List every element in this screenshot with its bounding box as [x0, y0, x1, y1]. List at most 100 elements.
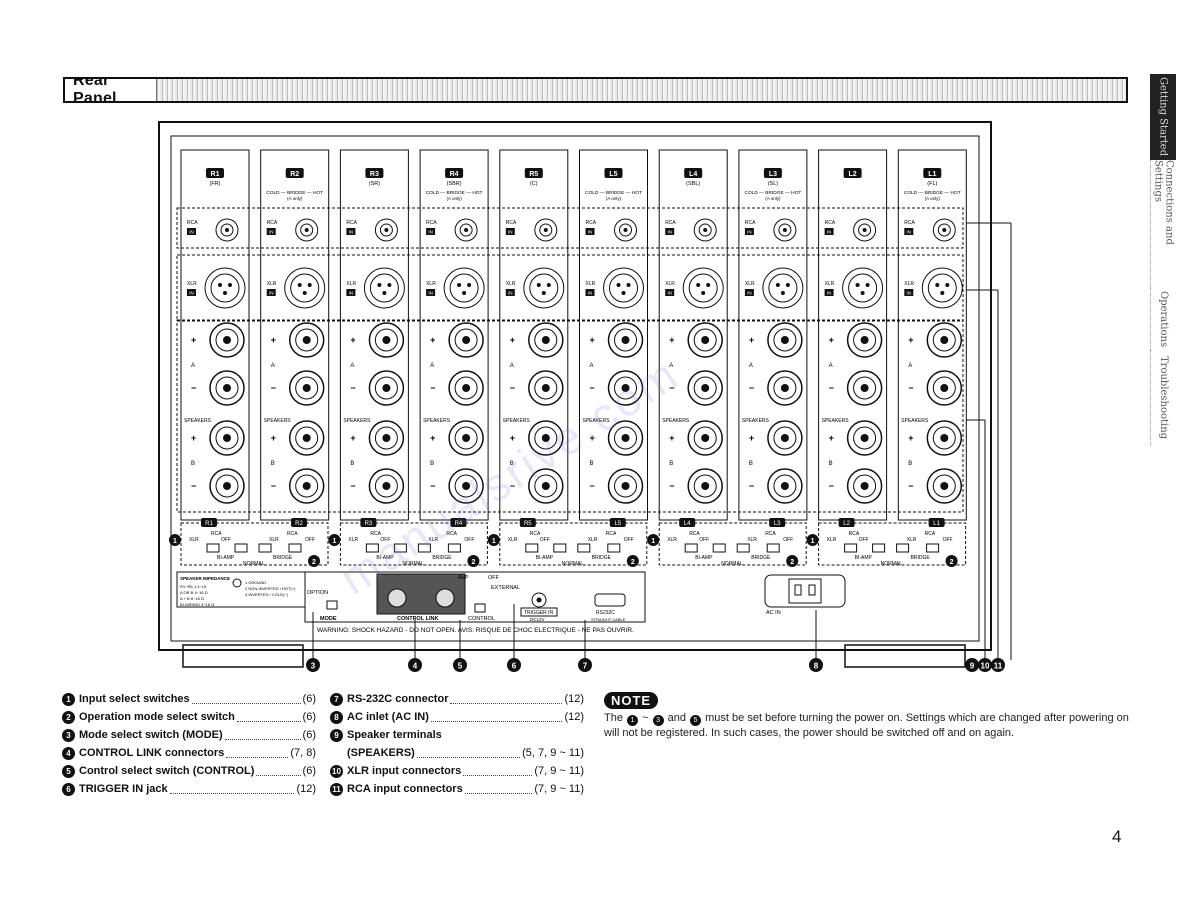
selector-switch[interactable]: [234, 543, 248, 553]
speaker-terminal[interactable]: [767, 420, 803, 456]
speaker-terminal[interactable]: [368, 468, 405, 504]
rca-input-jack[interactable]: [853, 218, 877, 242]
mode-switch[interactable]: [326, 600, 338, 610]
selector-switch[interactable]: [712, 543, 726, 553]
rca-input-jack[interactable]: [932, 218, 956, 242]
selector-switch[interactable]: [525, 543, 539, 553]
rca-input-jack[interactable]: [295, 218, 319, 242]
tab-connections-settings[interactable]: Connections and Settings: [1150, 160, 1176, 288]
speaker-terminal[interactable]: [368, 370, 405, 406]
rca-input-jack[interactable]: [215, 218, 239, 242]
speaker-terminal[interactable]: [687, 370, 723, 406]
speaker-terminal[interactable]: [288, 420, 325, 456]
speaker-terminal[interactable]: [209, 370, 245, 406]
tab-troubleshooting[interactable]: Troubleshooting: [1150, 350, 1176, 446]
selector-switch[interactable]: [766, 543, 780, 553]
selector-switch[interactable]: [896, 543, 910, 553]
speaker-terminal[interactable]: [687, 322, 723, 358]
speaker-terminal[interactable]: [926, 322, 963, 358]
svg-text:−: −: [749, 481, 754, 491]
speaker-terminal[interactable]: [528, 322, 564, 358]
speaker-terminal[interactable]: [448, 322, 484, 358]
selector-switch[interactable]: [258, 543, 272, 553]
speaker-terminal[interactable]: [607, 322, 644, 358]
selector-switch[interactable]: [393, 543, 407, 553]
selector-switch[interactable]: [417, 543, 431, 553]
ac-inlet[interactable]: [788, 578, 822, 604]
rca-input-jack[interactable]: [534, 218, 558, 242]
selector-switch[interactable]: [872, 543, 886, 553]
control-link-in-port[interactable]: [387, 588, 407, 608]
speaker-terminal[interactable]: [288, 468, 325, 504]
channel-badge: [445, 168, 464, 178]
speaker-terminal[interactable]: [926, 420, 963, 456]
xlr-input-connector[interactable]: [204, 267, 246, 309]
speaker-terminal[interactable]: [209, 322, 245, 358]
xlr-input-connector[interactable]: [443, 267, 485, 309]
rs232c-port[interactable]: [594, 593, 626, 607]
selector-switch[interactable]: [447, 543, 461, 553]
control-link-out-port[interactable]: [435, 588, 455, 608]
speaker-terminal[interactable]: [607, 370, 644, 406]
rca-input-jack[interactable]: [614, 218, 637, 242]
xlr-input-connector[interactable]: [603, 267, 644, 309]
speaker-terminal[interactable]: [528, 370, 564, 406]
speaker-terminal[interactable]: [607, 420, 644, 456]
bridge-label: COLD — BRIDGE — HOT: [745, 190, 802, 196]
xlr-input-connector[interactable]: [921, 267, 963, 309]
selector-switch[interactable]: [736, 543, 750, 553]
selector-switch[interactable]: [553, 543, 567, 553]
selector-switch[interactable]: [607, 543, 621, 553]
control-label: CONTROL: [468, 616, 495, 622]
selector-switch[interactable]: [365, 543, 379, 553]
xlr-input-connector[interactable]: [762, 267, 804, 309]
selector-switch[interactable]: [206, 543, 220, 553]
speaker-terminal[interactable]: [528, 468, 564, 504]
xlr-input-connector[interactable]: [284, 267, 326, 309]
speaker-terminal[interactable]: [926, 468, 963, 504]
xlr-input-connector[interactable]: [682, 267, 724, 309]
in-label: IN: [189, 230, 194, 235]
selector-switch[interactable]: [926, 543, 940, 553]
speaker-terminal[interactable]: [209, 468, 245, 504]
speaker-terminal[interactable]: [846, 322, 883, 358]
rca-input-jack[interactable]: [454, 218, 478, 242]
speaker-terminal[interactable]: [687, 420, 723, 456]
speaker-terminal[interactable]: [926, 370, 963, 406]
trigger-in-jack[interactable]: [531, 592, 547, 608]
speaker-terminal[interactable]: [607, 468, 644, 504]
rca-input-jack[interactable]: [773, 218, 797, 242]
xlr-input-connector[interactable]: [842, 267, 884, 309]
speaker-terminal[interactable]: [767, 468, 803, 504]
speaker-terminal[interactable]: [368, 322, 405, 358]
speaker-terminal[interactable]: [846, 370, 883, 406]
tab-operations[interactable]: Operations: [1150, 288, 1176, 350]
speaker-terminal[interactable]: [528, 420, 564, 456]
speaker-terminal[interactable]: [846, 468, 883, 504]
in-label: IN: [508, 230, 513, 235]
rca-input-jack[interactable]: [693, 218, 717, 242]
selector-switch[interactable]: [577, 543, 591, 553]
speaker-terminal[interactable]: [448, 370, 484, 406]
speaker-terminal[interactable]: [767, 370, 803, 406]
selector-switch[interactable]: [844, 543, 858, 553]
tab-getting-started[interactable]: Getting Started: [1150, 74, 1176, 160]
xlr-input-connector[interactable]: [363, 267, 405, 309]
xlr-label: XLR: [745, 281, 755, 287]
speaker-terminal[interactable]: [448, 468, 484, 504]
xlr-input-connector[interactable]: [523, 267, 565, 309]
selector-switch[interactable]: [288, 543, 302, 553]
speaker-terminal[interactable]: [288, 370, 325, 406]
speaker-terminal[interactable]: [448, 420, 484, 456]
svg-text:OFF: OFF: [859, 537, 869, 543]
speaker-terminal[interactable]: [209, 420, 245, 456]
speaker-terminal[interactable]: [846, 420, 883, 456]
speaker-terminal[interactable]: [368, 420, 405, 456]
speaker-terminal[interactable]: [767, 322, 803, 358]
selector-switch[interactable]: [684, 543, 698, 553]
control-switch[interactable]: [474, 603, 486, 613]
speaker-terminal[interactable]: [288, 322, 325, 358]
speaker-terminal[interactable]: [687, 468, 723, 504]
rca-input-jack[interactable]: [374, 218, 398, 242]
